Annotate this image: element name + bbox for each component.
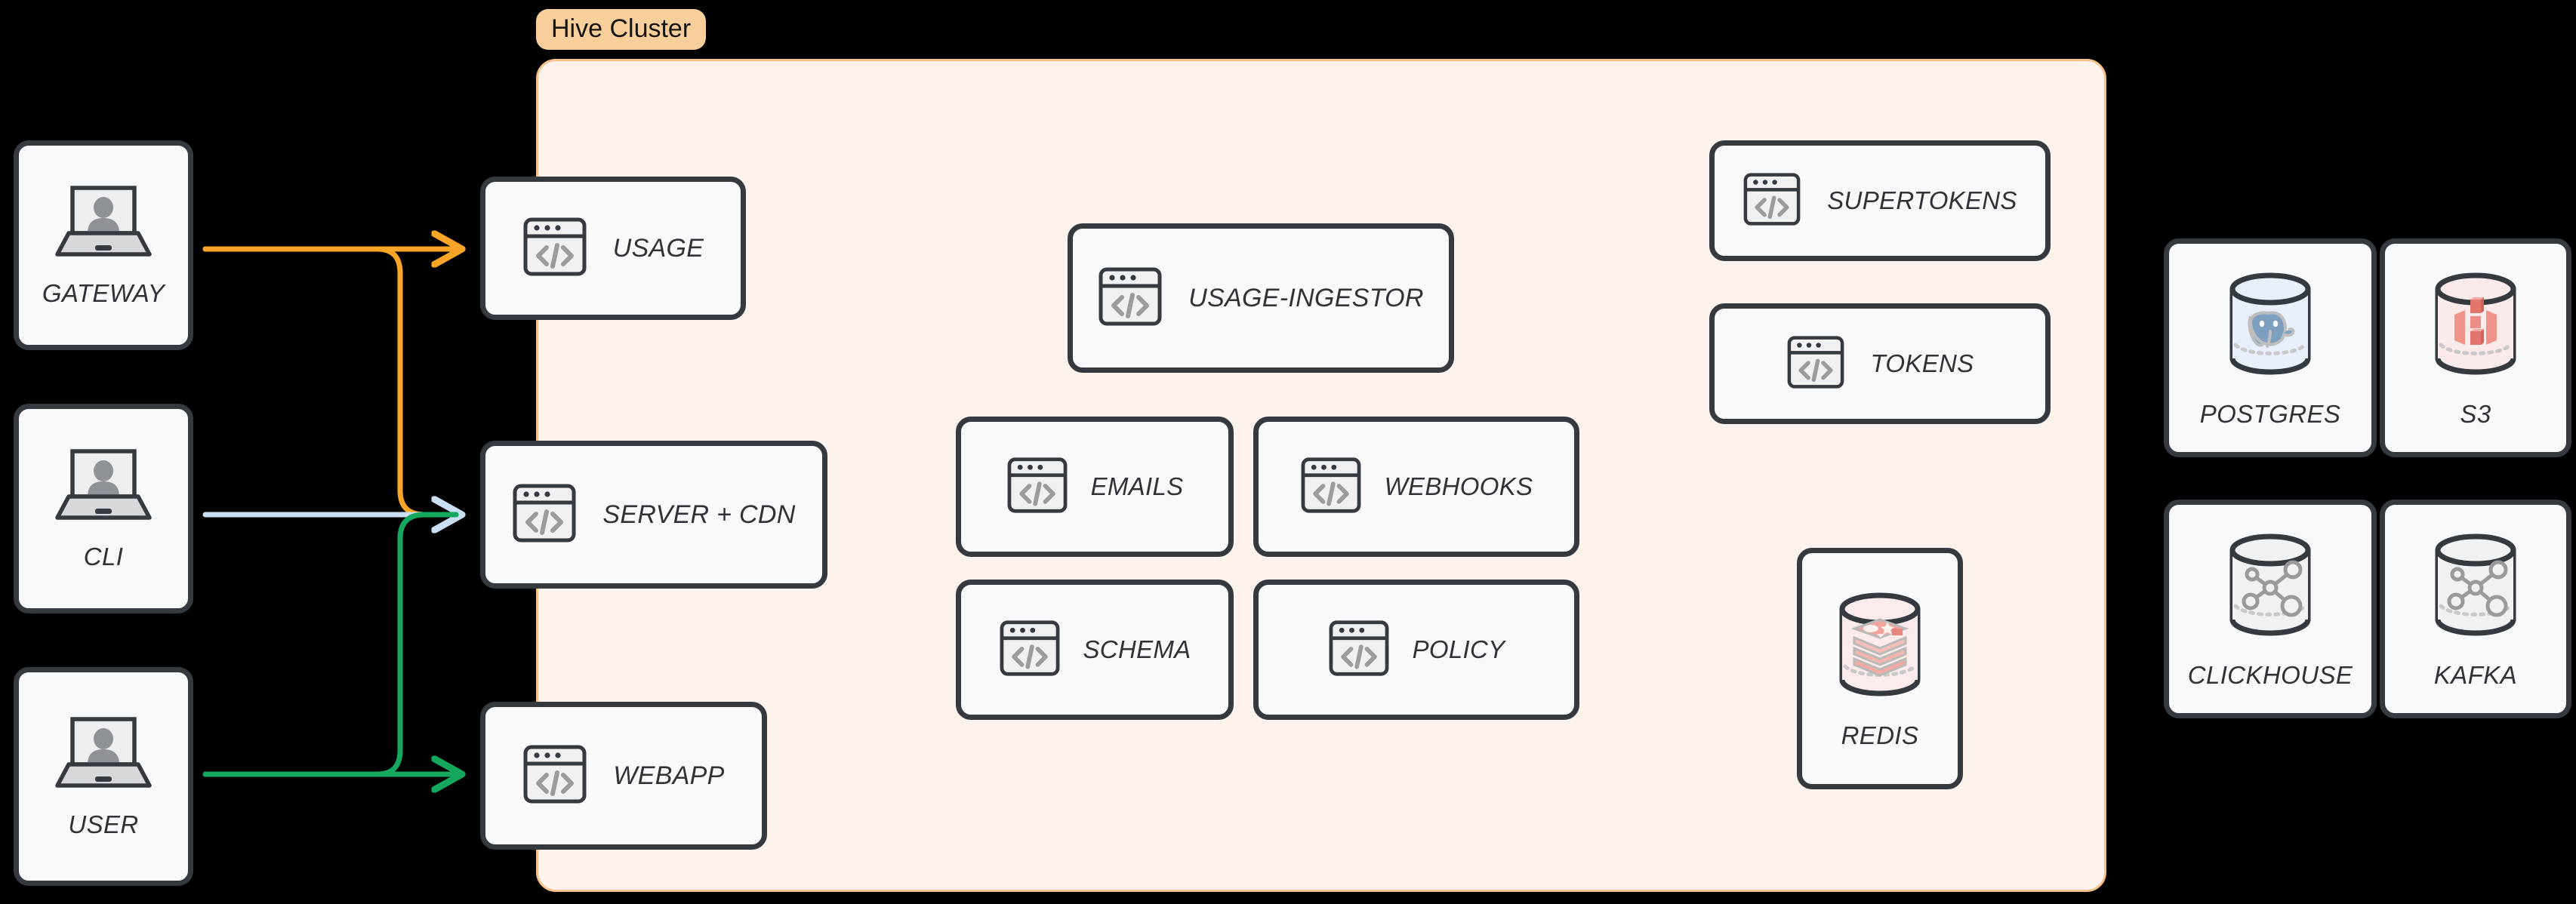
kafka-cylinder-icon [2424, 529, 2527, 646]
cluster-tag-hive-cluster: Hive Cluster [536, 9, 707, 50]
datastore-label: CLICKHOUSE [2187, 660, 2353, 689]
s3-cylinder-icon [2424, 268, 2527, 385]
code-window-icon [1742, 172, 1801, 230]
datastore-card-s3[interactable]: S3 [2380, 238, 2571, 457]
service-label: SERVER + CDN [602, 500, 796, 529]
code-window-icon [512, 483, 577, 547]
service-label: POLICY [1412, 635, 1505, 663]
laptop-user-icon [54, 183, 153, 266]
actor-card-gateway[interactable]: GATEWAY [14, 140, 193, 350]
postgres-cylinder-icon [2219, 268, 2322, 385]
service-label: EMAILS [1090, 472, 1184, 500]
service-card-supertokens[interactable]: SUPERTOKENS [1709, 140, 2051, 261]
code-window-icon [1786, 335, 1845, 393]
service-card-emails[interactable]: EMAILS [956, 417, 1234, 557]
datastore-card-postgres[interactable]: POSTGRES [2164, 238, 2377, 457]
code-window-icon [1300, 457, 1362, 518]
service-card-usage-ingestor[interactable]: USAGE-INGESTOR [1068, 223, 1454, 373]
service-card-webapp[interactable]: WEBAPP [480, 702, 767, 850]
service-label: SCHEMA [1083, 635, 1191, 663]
laptop-user-icon [54, 447, 153, 529]
service-label: TOKENS [1870, 349, 1974, 377]
service-label: WEBHOOKS [1384, 472, 1533, 500]
code-window-icon [1006, 457, 1068, 518]
actor-label: GATEWAY [42, 278, 165, 307]
code-window-icon [1098, 266, 1163, 331]
code-window-icon [522, 744, 587, 808]
service-label: USAGE-INGESTOR [1188, 283, 1424, 312]
datastore-label: POSTGRES [2199, 399, 2341, 428]
service-card-policy[interactable]: POLICY [1253, 580, 1579, 720]
datastore-card-redis[interactable]: REDIS [1797, 548, 1963, 789]
code-window-icon [999, 620, 1061, 681]
datastore-label: KAFKA [2433, 660, 2518, 689]
code-window-icon [522, 217, 587, 281]
service-card-tokens[interactable]: TOKENS [1709, 303, 2051, 424]
connector-user-to-server-cdn [202, 512, 459, 777]
connector-gateway-to-server-cdn [202, 246, 462, 518]
clickhouse-cylinder-icon [2219, 529, 2322, 646]
actor-label: USER [68, 810, 139, 838]
service-card-usage[interactable]: USAGE [480, 177, 746, 320]
datastore-label: REDIS [1841, 721, 1919, 749]
code-window-icon [1328, 620, 1390, 681]
service-label: USAGE [612, 233, 704, 263]
datastore-card-kafka[interactable]: KAFKA [2380, 500, 2571, 718]
service-label: WEBAPP [613, 761, 725, 790]
datastore-card-clickhouse[interactable]: CLICKHOUSE [2164, 500, 2377, 718]
service-card-webhooks[interactable]: WEBHOOKS [1253, 417, 1579, 557]
actor-card-cli[interactable]: CLI [14, 404, 193, 613]
datastore-label: S3 [2460, 399, 2491, 428]
service-label: SUPERTOKENS [1827, 186, 2017, 214]
actor-label: CLI [83, 542, 124, 570]
laptop-user-icon [54, 715, 153, 797]
redis-cylinder-icon [1829, 588, 1931, 706]
actor-card-user[interactable]: USER [14, 667, 193, 886]
service-card-server-cdn[interactable]: SERVER + CDN [480, 441, 827, 589]
service-card-schema[interactable]: SCHEMA [956, 580, 1234, 720]
